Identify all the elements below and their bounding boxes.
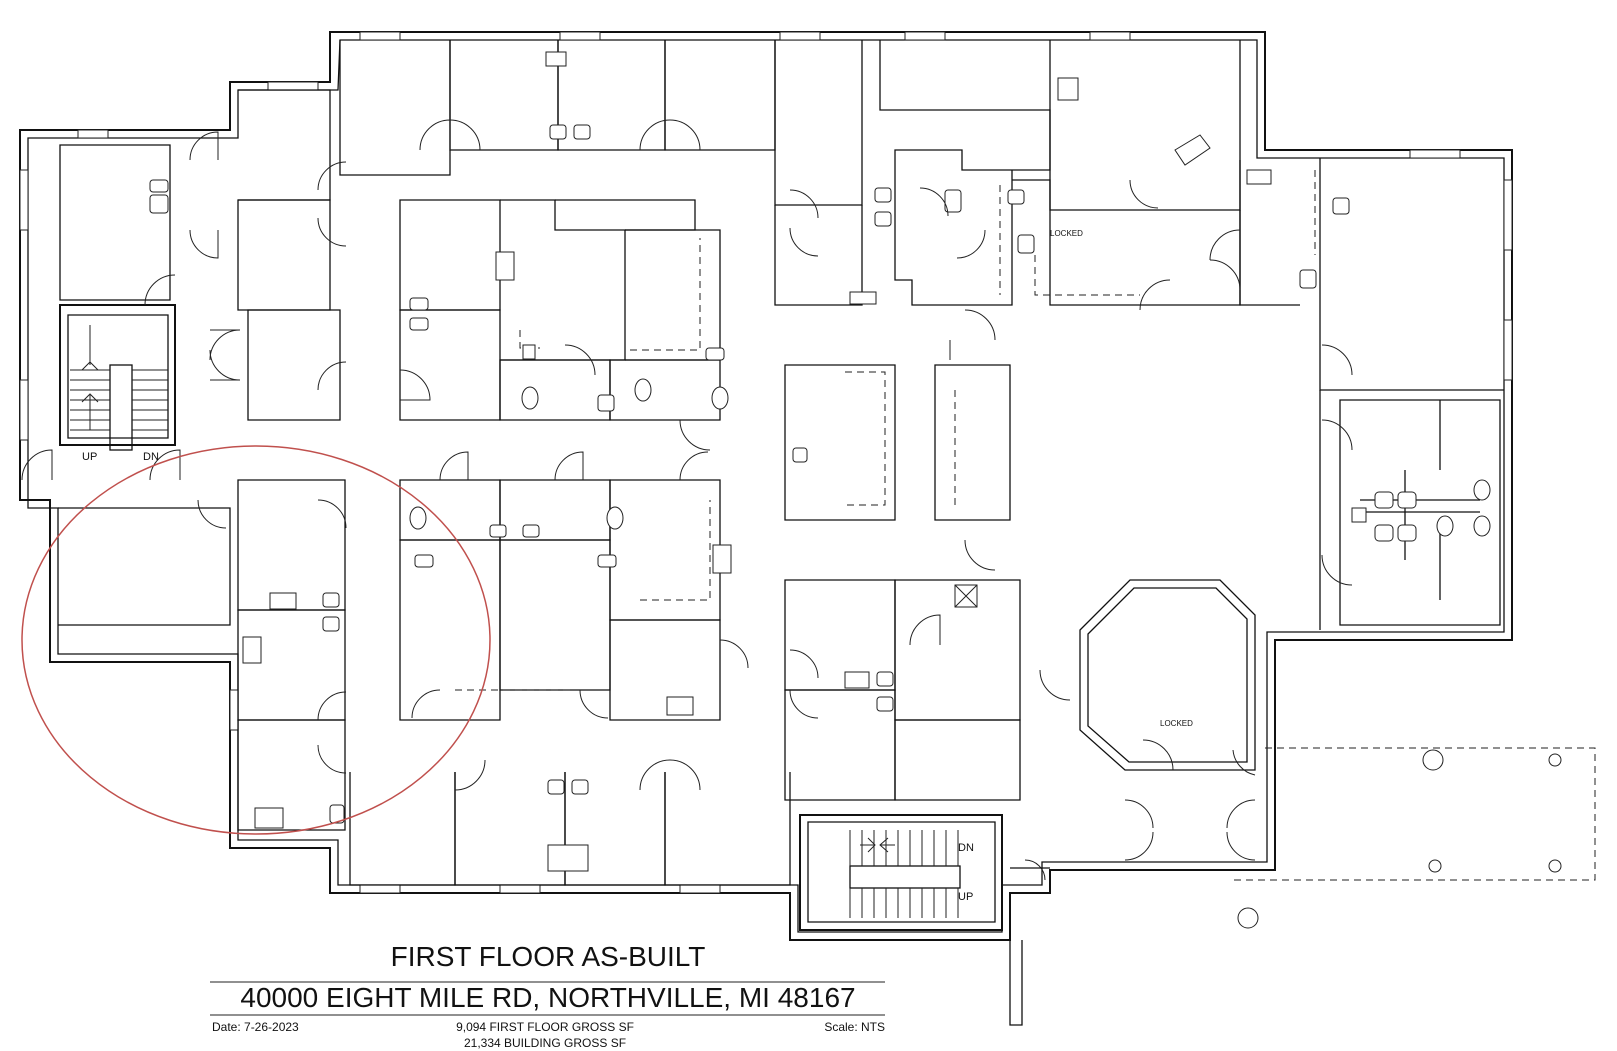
plan-address: 40000 EIGHT MILE RD, NORTHVILLE, MI 4816…: [240, 982, 855, 1013]
plan-date: Date: 7-26-2023: [212, 1020, 299, 1034]
room-labels: UP DN DN UP LOCKED LOCKED: [82, 229, 1193, 903]
locked-label-south: LOCKED: [1160, 719, 1193, 728]
stair-treads: [70, 325, 961, 918]
windows: [19, 31, 1513, 894]
interior-rooms: [58, 40, 1504, 931]
stair-south-up-label: UP: [958, 891, 973, 903]
building-gross-sf: 21,334 BUILDING GROSS SF: [464, 1036, 626, 1050]
stair-west-dn-label: DN: [143, 451, 159, 463]
exterior-walls: [19, 31, 1513, 941]
highlight-circle: [21, 445, 491, 835]
plan-title: FIRST FLOOR AS-BUILT: [391, 941, 706, 972]
stair-south-dn-label: DN: [958, 842, 974, 854]
locked-label-north: LOCKED: [1050, 229, 1083, 238]
doors: [21, 119, 1353, 881]
floor-gross-sf: 9,094 FIRST FLOOR GROSS SF: [456, 1020, 634, 1034]
stair-west-up-label: UP: [82, 451, 97, 463]
casework: [455, 170, 1316, 691]
plumbing-fixtures: [149, 51, 1491, 872]
title-block: FIRST FLOOR AS-BUILT 40000 EIGHT MILE RD…: [210, 941, 885, 1050]
plan-scale: Scale: NTS: [824, 1020, 885, 1034]
patio-outline: [1009, 747, 1596, 1026]
